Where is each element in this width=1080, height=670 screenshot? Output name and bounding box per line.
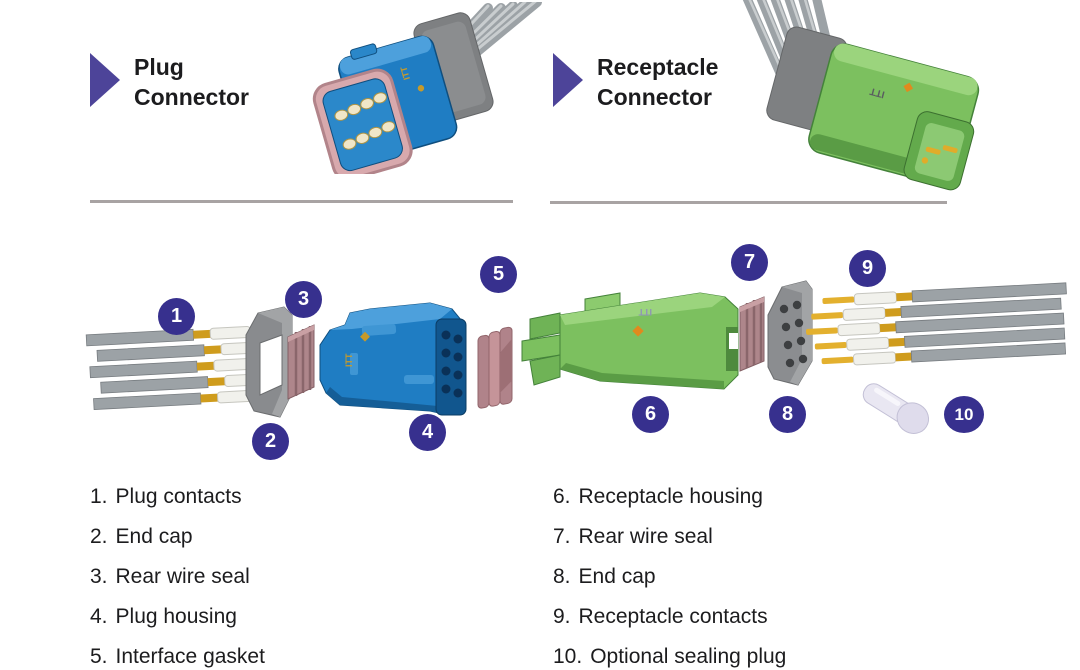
- list-item-end-cap: 2. End cap: [90, 517, 265, 557]
- list-item-receptacle-contacts: 9. Receptacle contacts: [553, 597, 786, 637]
- list-item-rear-wire-seal: 7. Rear wire seal: [553, 517, 786, 557]
- receptacle-parts-list: 6. Receptacle housing 7. Rear wire seal …: [553, 477, 786, 670]
- receptacle-title-line1: Receptacle: [597, 54, 719, 80]
- exploded-view-illustration: ITT ITT: [85, 280, 1067, 434]
- part-badge-7: 7: [731, 244, 768, 281]
- list-item-rear-wire-seal: 3. Rear wire seal: [90, 557, 265, 597]
- receptacle-housing-part: ITT: [521, 292, 739, 390]
- arrow-right-icon: [553, 53, 583, 107]
- plug-connector-title: Plug Connector: [134, 52, 249, 112]
- list-item-plug-housing: 4. Plug housing: [90, 597, 265, 637]
- plug-rear-wire-seal-part: [287, 324, 315, 400]
- receptacle-contacts-part: [806, 282, 1067, 366]
- list-item-label: Plug housing: [115, 605, 237, 628]
- list-item-label: Rear wire seal: [578, 525, 713, 548]
- list-item-label: Receptacle housing: [578, 485, 763, 508]
- optional-sealing-plug-part: [862, 383, 930, 434]
- divider-line-right: [550, 201, 947, 204]
- list-item-label: Plug contacts: [115, 485, 242, 508]
- list-item-number: 1.: [90, 485, 108, 508]
- divider-line-left: [90, 200, 513, 203]
- arrow-right-icon: [90, 53, 120, 107]
- list-item-label: Interface gasket: [115, 645, 265, 668]
- list-item-number: 3.: [90, 565, 108, 588]
- list-item-end-cap: 8. End cap: [553, 557, 786, 597]
- part-badge-3: 3: [285, 281, 322, 318]
- list-item-number: 4.: [90, 605, 108, 628]
- receptacle-connector-illustration: ITT: [742, 0, 980, 191]
- list-item-plug-contacts: 1. Plug contacts: [90, 477, 265, 517]
- brand-logo-diamond: [903, 82, 914, 93]
- list-item-label: End cap: [115, 525, 193, 548]
- brand-marking-text: ITT: [344, 353, 354, 367]
- list-item-number: 2.: [90, 525, 108, 548]
- list-item-label: Receptacle contacts: [578, 605, 768, 628]
- brand-logo-dot: [417, 85, 425, 92]
- plug-title-line1: Plug: [134, 54, 184, 80]
- part-badge-2: 2: [252, 423, 289, 460]
- part-badge-4: 4: [409, 414, 446, 451]
- list-item-number: 10.: [553, 645, 583, 668]
- list-item-number: 5.: [90, 645, 108, 668]
- plug-title-line2: Connector: [134, 84, 249, 110]
- receptacle-connector-header: Receptacle Connector: [553, 52, 718, 112]
- list-item-interface-gasket: 5. Interface gasket: [90, 637, 265, 670]
- part-badge-9: 9: [849, 250, 886, 287]
- part-badge-5: 5: [480, 256, 517, 293]
- plug-connector-illustration: ITT: [312, 2, 542, 174]
- receptacle-end-cap-part: [767, 280, 813, 386]
- list-item-label: End cap: [578, 565, 656, 588]
- brand-marking-text: ITT: [398, 65, 411, 81]
- list-item-number: 7.: [553, 525, 571, 548]
- brand-marking-text: ITT: [869, 85, 886, 100]
- receptacle-photo-pins: [921, 145, 958, 164]
- brand-marking-text: ITT: [638, 307, 652, 317]
- plug-photo-contacts: [334, 92, 396, 150]
- plug-connector-header: Plug Connector: [90, 52, 249, 112]
- interface-gasket-part: [477, 326, 513, 409]
- list-item-number: 6.: [553, 485, 571, 508]
- plug-end-cap-part: [245, 306, 293, 418]
- list-item-label: Rear wire seal: [115, 565, 250, 588]
- part-badge-10: 10: [944, 396, 984, 433]
- receptacle-title-line2: Connector: [597, 84, 712, 110]
- receptacle-connector-title: Receptacle Connector: [597, 52, 718, 112]
- part-badge-1: 1: [158, 298, 195, 335]
- list-item-receptacle-housing: 6. Receptacle housing: [553, 477, 786, 517]
- list-item-optional-sealing-plug: 10. Optional sealing plug: [553, 637, 786, 670]
- plug-parts-list: 1. Plug contacts 2. End cap 3. Rear wire…: [90, 477, 265, 670]
- list-item-number: 8.: [553, 565, 571, 588]
- plug-housing-part: ITT: [319, 302, 467, 416]
- receptacle-rear-wire-seal-part: [739, 296, 765, 372]
- list-item-number: 9.: [553, 605, 571, 628]
- part-badge-6: 6: [632, 396, 669, 433]
- list-item-label: Optional sealing plug: [590, 645, 787, 668]
- part-badge-8: 8: [769, 396, 806, 433]
